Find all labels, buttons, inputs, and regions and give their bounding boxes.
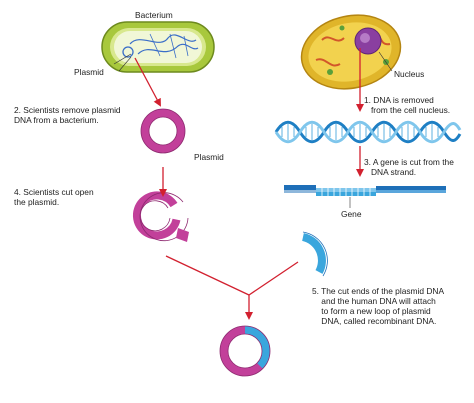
opened-plasmid-end [176, 228, 189, 242]
bacterium-illustration [101, 21, 215, 73]
plasmid-mid-label: Plasmid [194, 152, 224, 162]
gene-label: Gene [341, 209, 362, 219]
recombinant-plasmid-blue [244, 326, 270, 369]
gene-fragment [301, 233, 326, 274]
cell-illustration [300, 14, 402, 90]
dna-double-helix [274, 120, 462, 144]
merge-line-left [165, 255, 250, 296]
step2-text: 2. Scientists remove plasmid DNA from a … [14, 105, 121, 125]
step1-text: 1. DNA is removed from the cell nucleus. [364, 95, 451, 115]
opened-plasmid [132, 191, 181, 240]
plasmid-top-label: Plasmid [74, 67, 104, 77]
plasmid-ring-top [141, 109, 185, 153]
cut-dna-strand [284, 185, 446, 197]
bacterium-label: Bacterium [135, 10, 173, 20]
nucleus-label: Nucleus [394, 69, 425, 79]
merge-line-right [248, 261, 299, 296]
step3-text: 3. A gene is cut from the DNA strand. [364, 157, 454, 177]
arrow-bacterium-to-plasmid [134, 57, 161, 107]
step5-text: 5. The cut ends of the plasmid DNA and t… [312, 286, 445, 326]
plasmid-leader-line [118, 56, 132, 72]
step4-text: 4. Scientists cut open the plasmid. [14, 187, 94, 207]
